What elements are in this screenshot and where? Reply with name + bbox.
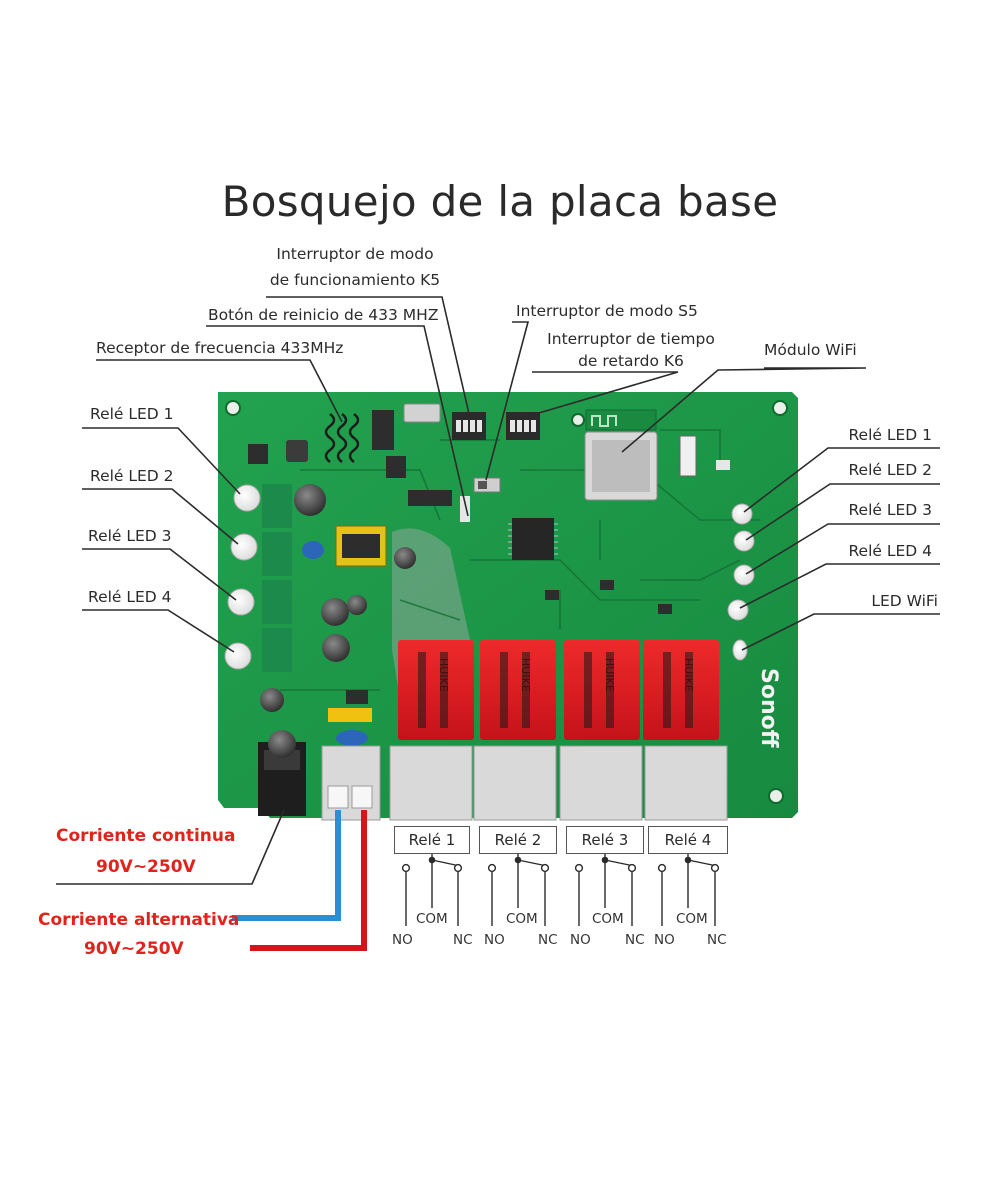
dc-label-line2: 90V~250V [96, 857, 196, 877]
relay-1-com-pivot [428, 856, 436, 864]
relay-contact-schematics [401, 852, 720, 926]
relay-1-no: NO [392, 932, 413, 948]
leader-left-led-3 [82, 548, 237, 601]
relay-2-box: Relé 2 [479, 826, 557, 854]
left-led-4-label: Relé LED 4 [88, 588, 172, 606]
label-s5: Interruptor de modo S5 [516, 302, 698, 320]
leader-k5 [266, 296, 471, 419]
misc-components [248, 403, 730, 746]
leader-reset [206, 325, 469, 517]
relay-1-no-terminal [401, 863, 411, 873]
relay-3-com-pivot [601, 856, 609, 864]
left-led-2-label: Relé LED 2 [90, 467, 174, 485]
leader-dc [56, 809, 285, 885]
leader-receiver [96, 359, 343, 423]
power-wires [232, 810, 367, 951]
dc-label-line1: Corriente continua [56, 826, 236, 846]
leader-right-led-4 [739, 563, 940, 609]
right-leds [727, 503, 755, 661]
relay-4-nc-terminal [710, 863, 720, 873]
leader-left-led-1 [82, 427, 241, 495]
slide-switch-s5 [473, 477, 501, 493]
relay-3-nc-terminal [627, 863, 637, 873]
leader-left-led-4 [82, 609, 235, 653]
relay-2-maker-print: HUIKE [519, 658, 532, 692]
label-k5-line2: de funcionamiento K5 [269, 271, 441, 289]
label-k5-line1: Interruptor de modo [276, 245, 434, 263]
label-k6-line2: de retardo K6 [578, 352, 684, 370]
relay-4-com: COM [676, 911, 708, 927]
relay-3-no-terminal [574, 863, 584, 873]
leader-s5 [485, 321, 530, 481]
dip-switch-k5 [452, 412, 486, 440]
relay-3-nc: NC [625, 932, 645, 948]
label-wifi-module: Módulo WiFi [764, 341, 857, 359]
relay-1-box: Relé 1 [394, 826, 470, 854]
relay-3-box: Relé 3 [566, 826, 644, 854]
relay-2-switch-arm [517, 859, 548, 867]
relay-2-no: NO [484, 932, 505, 948]
leader-right-led-1 [743, 447, 940, 513]
ac-label-line2: 90V~250V [84, 939, 184, 959]
relays [398, 640, 719, 740]
relay-1-nc-terminal [453, 863, 463, 873]
right-led-3-label: Relé LED 3 [848, 501, 932, 519]
left-led-1-label: Relé LED 1 [90, 405, 174, 423]
leader-right-led-3 [745, 523, 940, 575]
terminal-blocks [321, 745, 728, 821]
relay-4-nc: NC [707, 932, 727, 948]
relay-4-box: Relé 4 [648, 826, 728, 854]
leader-wifi [621, 367, 867, 453]
relay-4-com-pivot [684, 856, 692, 864]
relay-3-no: NO [570, 932, 591, 948]
ac-label-line1: Corriente alternativa [38, 910, 240, 930]
dip-switch-k6 [506, 412, 540, 440]
diagram-title: Bosquejo de la placa base [221, 177, 779, 226]
relay-1-nc: NC [453, 932, 473, 948]
leader-lines [56, 296, 940, 885]
relay-2-nc-terminal [540, 863, 550, 873]
right-led-wifi-label: LED WiFi [871, 592, 938, 610]
relay-4-no-terminal [657, 863, 667, 873]
right-led-1-label: Relé LED 1 [848, 426, 932, 444]
label-reset-433: Botón de reinicio de 433 MHZ [208, 306, 439, 324]
leader-k6 [521, 371, 679, 419]
relay-2-com-pivot [514, 856, 522, 864]
right-led-2-label: Relé LED 2 [848, 461, 932, 479]
leader-left-led-2 [82, 488, 239, 545]
relay-2-nc: NC [538, 932, 558, 948]
relay-1-maker-print: HUIKE [437, 658, 450, 692]
relay-3-switch-arm [604, 859, 635, 867]
antenna-coil [324, 413, 360, 463]
leader-right-led-2 [745, 483, 940, 541]
right-led-4-label: Relé LED 4 [848, 542, 932, 560]
relay-3-maker-print: HUIKE [603, 658, 616, 692]
leader-right-wifi-led [741, 613, 940, 651]
relay-2-no-terminal [487, 863, 497, 873]
relay-1-com: COM [416, 911, 448, 927]
label-receiver-433: Receptor de frecuencia 433MHz [96, 339, 344, 357]
left-led-pipes [224, 484, 292, 672]
brand-silkscreen: Sonoff [756, 668, 781, 749]
label-k6-line1: Interruptor de tiempo [547, 330, 715, 348]
relay-4-maker-print: HUIKE [682, 658, 695, 692]
relay-2-com: COM [506, 911, 538, 927]
relay-3-com: COM [592, 911, 624, 927]
relay-4-no: NO [654, 932, 675, 948]
wifi-module-chip [584, 409, 658, 501]
left-led-3-label: Relé LED 3 [88, 527, 172, 545]
dc-jack [258, 730, 306, 816]
relay-4-switch-arm [687, 859, 718, 867]
mcu-chip [508, 518, 558, 560]
